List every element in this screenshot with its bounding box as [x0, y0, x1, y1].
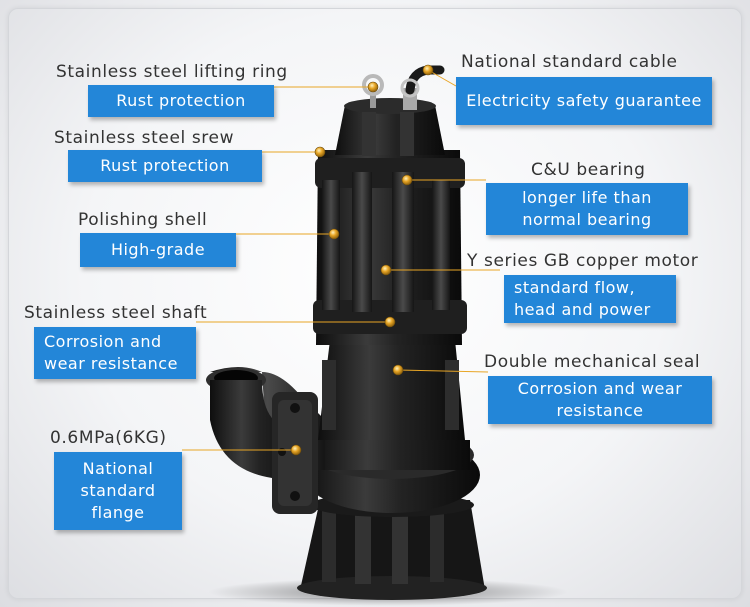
marker-shell	[328, 228, 340, 240]
screw-box: Rust protection	[68, 150, 262, 182]
marker-dots	[290, 64, 434, 456]
seal-box: Corrosion and wear resistance	[488, 376, 712, 424]
leader-lines	[182, 69, 500, 451]
seal-chamber	[318, 340, 465, 440]
bearing-box: longer life than normal bearing	[486, 183, 688, 235]
flange-line-1: National	[82, 459, 154, 478]
shaft-line-2: wear resistance	[44, 354, 178, 373]
motor-line-2: head and power	[514, 300, 651, 319]
seal-title: Double mechanical seal	[484, 352, 701, 372]
marker-screw	[314, 146, 326, 158]
marker-flange	[290, 444, 302, 456]
motor-line-1: standard flow,	[514, 278, 636, 297]
marker-seal	[392, 364, 404, 376]
bearing-line-1: longer life than	[522, 188, 652, 207]
shell-line-1: High-grade	[110, 240, 206, 259]
flange-title: 0.6MPa(6KG)	[50, 428, 167, 448]
top-cap	[335, 98, 445, 156]
motor-housing	[313, 150, 467, 345]
lifting-ring-title: Stainless steel lifting ring	[56, 62, 288, 82]
lifting-ring-line-1: Rust protection	[116, 91, 246, 110]
marker-motor	[380, 264, 392, 276]
shaft-line-1: Corrosion and	[44, 332, 162, 351]
outlet-flange	[206, 367, 325, 514]
shaft-box: Corrosion and wear resistance	[34, 327, 196, 379]
shaft-title: Stainless steel shaft	[24, 303, 208, 323]
marker-cable	[422, 64, 434, 76]
marker-lifting-ring	[367, 81, 379, 93]
volute-housing	[304, 431, 480, 513]
flange-line-3: flange	[91, 503, 145, 522]
flange-box: National standard flange	[54, 452, 182, 530]
screw-line-1: Rust protection	[100, 156, 230, 175]
marker-shaft	[384, 316, 396, 328]
motor-box: standard flow, head and power	[504, 275, 676, 323]
cable-title: National standard cable	[461, 52, 678, 72]
shell-box: High-grade	[80, 233, 236, 267]
cable-box: Electricity safety guarantee	[456, 77, 712, 125]
bearing-title: C&U bearing	[531, 160, 646, 180]
bearing-line-2: normal bearing	[522, 210, 652, 229]
screw-title: Stainless steel srew	[54, 128, 235, 148]
motor-title: Y series GB copper motor	[467, 251, 699, 271]
lifting-ring-box: Rust protection	[88, 85, 274, 117]
shell-title: Polishing shell	[78, 210, 208, 230]
seal-line-1: Corrosion and wear	[517, 379, 683, 398]
lifting-ring	[362, 74, 384, 108]
seal-line-2: resistance	[556, 401, 644, 420]
cable-line-1: Electricity safety guarantee	[466, 91, 702, 110]
flange-line-2: standard	[80, 481, 156, 500]
marker-bearing	[401, 174, 413, 186]
